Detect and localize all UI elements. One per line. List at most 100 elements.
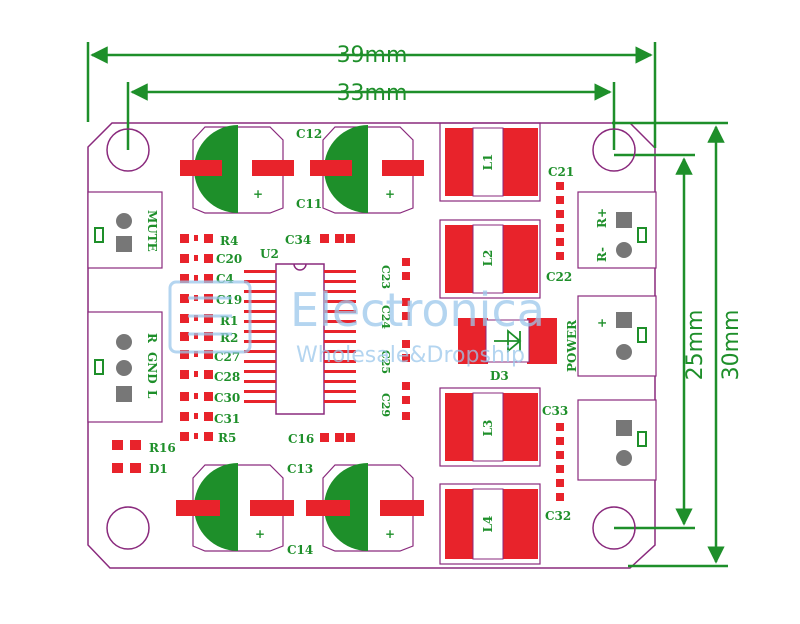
smd-c34 [320, 234, 355, 243]
smd-pad [180, 350, 189, 359]
label-c14: C14 [287, 543, 313, 557]
label-c12: C12 [296, 127, 322, 141]
mounting-hole-bottom-right [592, 506, 636, 550]
label-c28: C28 [214, 370, 240, 384]
label-c30: C30 [214, 391, 240, 405]
dim-33-label: 33mm [337, 81, 408, 106]
smd-pad [194, 413, 198, 419]
smd-pad [180, 234, 189, 243]
label-r-input: R [145, 333, 159, 344]
ic-pin-pad [244, 290, 276, 293]
inductor-l4 [439, 483, 541, 565]
ic-pin-pad [244, 340, 276, 343]
capacitor-c14: + [306, 463, 424, 552]
inductor-l1 [439, 122, 541, 202]
capacitor-c11: + [310, 125, 424, 214]
smd-pad [204, 432, 213, 441]
board-outline [87, 122, 656, 569]
smd-pad [194, 275, 198, 281]
label-c32: C32 [545, 509, 571, 523]
label-r4: R4 [220, 234, 238, 248]
label-l3: L3 [481, 420, 495, 437]
smd-pad [402, 298, 410, 306]
smd-pad [402, 272, 410, 280]
smd-pad [204, 392, 213, 401]
smd-pad [180, 294, 189, 303]
smd-pad [204, 254, 213, 263]
label-d1: D1 [149, 462, 168, 476]
smd-pad [180, 254, 189, 263]
dimension-39mm [86, 42, 657, 148]
smd-pad [204, 350, 213, 359]
smd-pad [402, 382, 410, 390]
watermark-logo-icon [168, 280, 252, 354]
ic-pin-pad [324, 380, 356, 383]
ic-pin-pad [324, 290, 356, 293]
smd-pad [194, 315, 198, 321]
smd-left-passives [180, 234, 213, 441]
label-d3: D3 [490, 369, 509, 383]
smd-pad [402, 396, 410, 404]
ic-pin-pad [324, 310, 356, 313]
connector-mute [87, 191, 163, 269]
label-c22: C22 [546, 270, 572, 284]
smd-pad [180, 392, 189, 401]
label-gnd-input: GND [145, 352, 159, 384]
label-mute: MUTE [145, 210, 159, 252]
label-c25: C25 [379, 350, 392, 374]
dimension-25mm [614, 153, 695, 530]
ic-pin-pad [324, 390, 356, 393]
smd-pad [194, 255, 198, 261]
label-c16: C16 [288, 432, 314, 446]
label-power-plus: + [595, 318, 609, 328]
label-l4: L4 [481, 516, 495, 533]
smd-pad [204, 332, 213, 341]
smd-pad [194, 433, 198, 439]
smd-pad [180, 314, 189, 323]
dim-39-label: 39mm [337, 43, 408, 68]
ic-pin-pad [244, 310, 276, 313]
ic-pin-pad [244, 330, 276, 333]
ic-u2 [275, 263, 325, 415]
ic-pin-pad [324, 300, 356, 303]
smd-pad [204, 370, 213, 379]
ic-pin-pad [244, 280, 276, 283]
capacitor-c12: + [180, 125, 294, 214]
smd-pad [180, 432, 189, 441]
cap-plus-sign: + [253, 187, 263, 201]
smd-pad [402, 412, 410, 420]
ic-pin-pad [244, 320, 276, 323]
label-r16: R16 [149, 441, 176, 455]
dim-30-label: 30mm [719, 310, 744, 381]
smd-c16 [320, 433, 355, 442]
label-l2: L2 [481, 250, 495, 267]
smd-pad [402, 312, 410, 320]
watermark-brand: Electronica [290, 283, 545, 337]
connector-power [577, 295, 657, 377]
smd-pad [204, 412, 213, 421]
dim-25-label: 25mm [683, 310, 708, 381]
dimension-33mm [126, 82, 616, 150]
label-l-input: L [145, 390, 159, 399]
label-c23: C23 [379, 265, 392, 289]
connector-audio-input [87, 311, 163, 423]
cap-plus-sign: + [385, 527, 395, 541]
ic-pin-pad [324, 350, 356, 353]
ic-pins-right [324, 270, 356, 403]
smd-pad [180, 274, 189, 283]
watermark-tagline: Wholesale&Dropship [296, 343, 525, 368]
smd-pad [194, 235, 198, 241]
label-c21: C21 [548, 165, 574, 179]
smd-pad [180, 412, 189, 421]
capacitor-c13: + [176, 463, 294, 552]
watermark: Electronica Wholesale&Dropship [168, 280, 545, 368]
label-c33: C33 [542, 404, 568, 418]
ic-pin-pad [244, 360, 276, 363]
label-c34: C34 [285, 233, 311, 247]
smd-pad [204, 274, 213, 283]
inductor-l3 [439, 387, 541, 467]
ic-pins-left [244, 270, 276, 403]
ic-pin-pad [244, 270, 276, 273]
smd-pad [402, 258, 410, 266]
label-r5: R5 [218, 431, 236, 445]
